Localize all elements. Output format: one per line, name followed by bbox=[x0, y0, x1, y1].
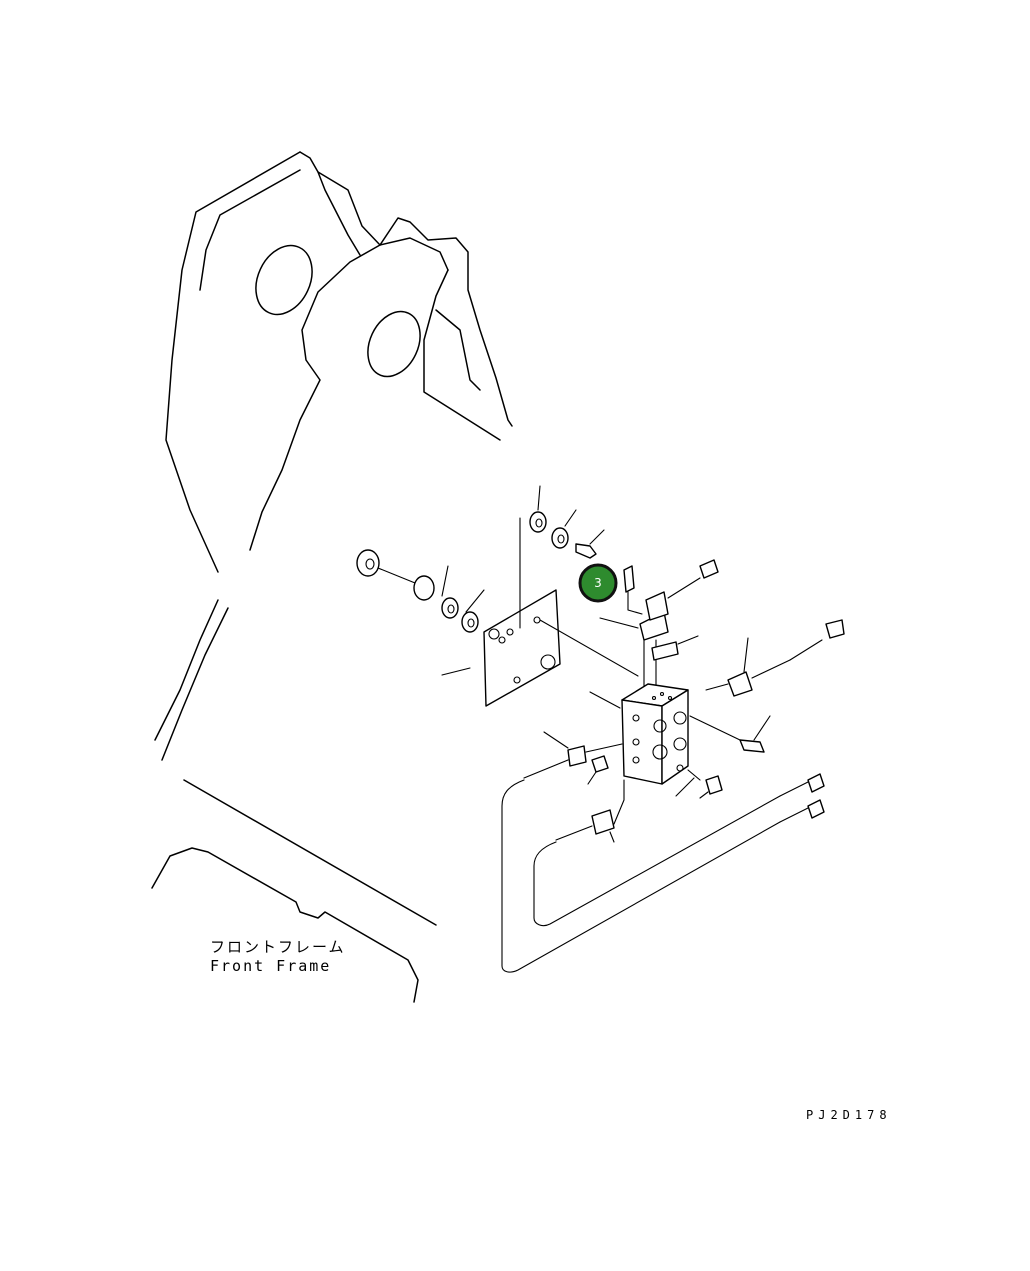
callout-marker-3[interactable]: 3 bbox=[578, 563, 618, 603]
drawing-code: PJ2D178 bbox=[806, 1108, 892, 1122]
top-fasteners bbox=[529, 485, 635, 593]
frame-label-japanese: フロントフレーム bbox=[210, 938, 346, 956]
valve-block bbox=[589, 683, 689, 785]
pressure-switch-top bbox=[599, 559, 719, 691]
wiring-harness bbox=[501, 773, 825, 973]
right-sensor-assembly bbox=[689, 619, 845, 753]
frame-label-english: Front Frame bbox=[210, 957, 332, 975]
left-sensor-assembly bbox=[523, 731, 723, 843]
callout-circle[interactable] bbox=[578, 563, 618, 603]
front-frame-outline bbox=[151, 151, 513, 1003]
spacer-stack bbox=[356, 549, 485, 633]
callout-number[interactable]: 3 bbox=[594, 576, 602, 590]
mounting-plate bbox=[441, 517, 639, 707]
